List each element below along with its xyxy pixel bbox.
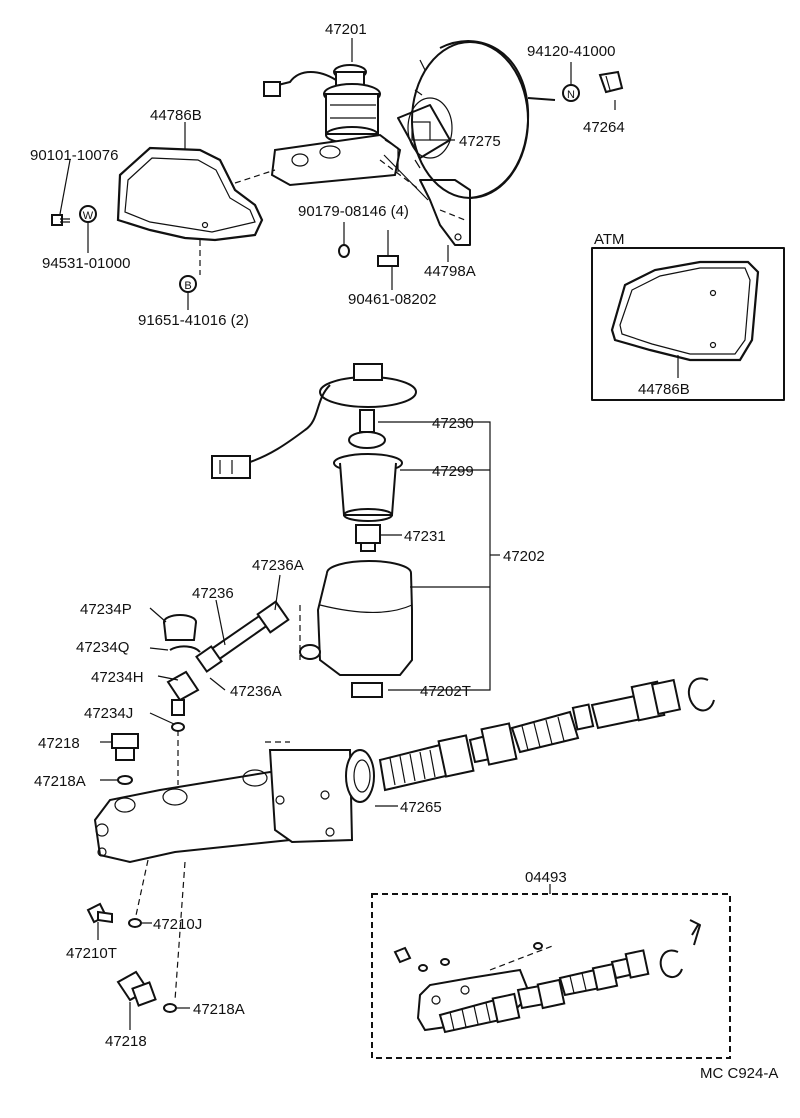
label-47218a-top: 47218A bbox=[34, 773, 86, 790]
plug-47218-top bbox=[111, 733, 139, 785]
clip-47264 bbox=[598, 70, 624, 94]
gasket-47210j bbox=[128, 918, 142, 928]
seal-47265 bbox=[345, 749, 375, 803]
label-94120-41000: 94120-41000 bbox=[527, 43, 615, 60]
label-47265: 47265 bbox=[400, 799, 442, 816]
master-cylinder-top bbox=[270, 133, 402, 187]
label-47299: 47299 bbox=[432, 463, 474, 480]
piston-assembly bbox=[378, 677, 715, 792]
label-44798a: 44798A bbox=[424, 263, 476, 280]
label-47202t: 47202T bbox=[420, 683, 471, 700]
marker-b: B bbox=[179, 275, 197, 293]
screw-90101 bbox=[51, 214, 70, 226]
label-47201: 47201 bbox=[325, 21, 367, 38]
label-47234j: 47234J bbox=[84, 705, 133, 722]
hose-47236 bbox=[195, 600, 290, 673]
atm-inset: ATM 44786B bbox=[591, 231, 785, 401]
cap-47234p bbox=[163, 614, 197, 641]
marker-n: N bbox=[562, 84, 580, 102]
filter-47231 bbox=[355, 524, 381, 552]
booster-bracket bbox=[419, 179, 471, 246]
label-04493: 04493 bbox=[525, 869, 567, 886]
reservoir-cap-47230 bbox=[211, 363, 417, 479]
label-47218-top: 47218 bbox=[38, 735, 80, 752]
label-47230: 47230 bbox=[432, 415, 474, 432]
reservoir-47201 bbox=[263, 64, 381, 144]
repair-kit-04493: 04493 bbox=[371, 869, 731, 1059]
label-47218a-bottom: 47218A bbox=[193, 1001, 245, 1018]
label-91651-41016: 91651-41016 (2) bbox=[138, 312, 249, 329]
label-44786b-atm: 44786B bbox=[638, 381, 690, 398]
label-47218-bottom: 47218 bbox=[105, 1033, 147, 1050]
strainer-47299 bbox=[333, 453, 403, 522]
nut-90179 bbox=[338, 244, 350, 258]
gasket-47218a-bottom bbox=[163, 1003, 177, 1013]
label-47231: 47231 bbox=[404, 528, 446, 545]
shield-44786b-top bbox=[116, 146, 264, 242]
bleeder-47210t bbox=[86, 902, 113, 924]
label-90101-10076: 90101-10076 bbox=[30, 147, 118, 164]
label-47275: 47275 bbox=[459, 133, 501, 150]
label-47236: 47236 bbox=[192, 585, 234, 602]
clip-47234q bbox=[169, 645, 201, 653]
svg-text:N: N bbox=[567, 89, 575, 101]
label-47210j: 47210J bbox=[153, 916, 202, 933]
reservoir-body-47202 bbox=[299, 560, 413, 698]
label-90179-08146: 90179-08146 (4) bbox=[298, 203, 409, 220]
footer-code: MC C924-A bbox=[700, 1065, 778, 1082]
label-47202: 47202 bbox=[503, 548, 545, 565]
label-44786b-top: 44786B bbox=[150, 107, 202, 124]
svg-text:W: W bbox=[83, 210, 94, 222]
svg-text:B: B bbox=[184, 280, 191, 292]
label-47210t: 47210T bbox=[66, 945, 117, 962]
bolt-90461 bbox=[377, 230, 399, 267]
label-47234p: 47234P bbox=[80, 601, 132, 618]
atm-title: ATM bbox=[594, 231, 625, 248]
label-47236a-top: 47236A bbox=[252, 557, 304, 574]
label-47234h: 47234H bbox=[91, 669, 144, 686]
plug-47218-bottom bbox=[116, 970, 157, 1007]
marker-w: W bbox=[79, 205, 97, 223]
label-47236a-bottom: 47236A bbox=[230, 683, 282, 700]
master-cylinder-body bbox=[93, 749, 354, 864]
label-47234q: 47234Q bbox=[76, 639, 129, 656]
label-47264: 47264 bbox=[583, 119, 625, 136]
label-94531-01000: 94531-01000 bbox=[42, 255, 130, 272]
label-90461-08202: 90461-08202 bbox=[348, 291, 436, 308]
brake-booster bbox=[397, 40, 556, 199]
